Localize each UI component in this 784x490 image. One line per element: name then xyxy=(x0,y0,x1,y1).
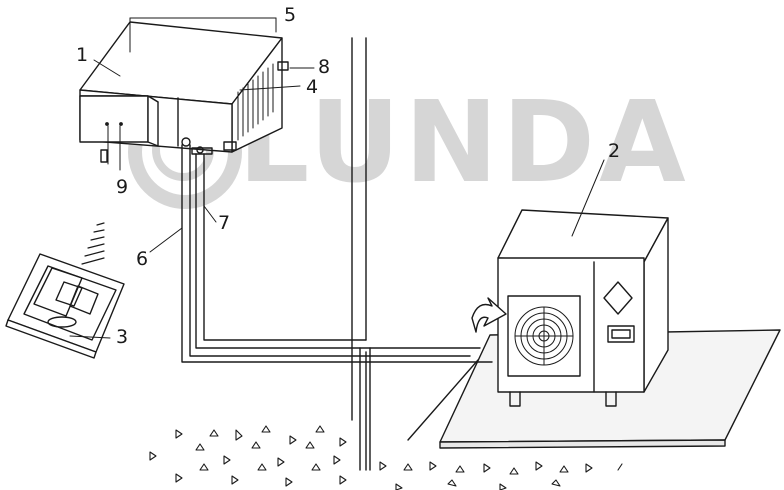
callout-electric-box: 9 xyxy=(116,176,129,198)
leader-lines xyxy=(69,17,605,339)
callout-air-outlet: 4 xyxy=(306,76,319,98)
refrigerant-pipes xyxy=(181,144,493,471)
electric-box xyxy=(79,95,159,163)
callout-drain-outlet: 8 xyxy=(318,56,331,78)
fan-grille-icon xyxy=(514,306,574,366)
callout-outdoor-unit: 2 xyxy=(608,140,621,162)
wired-controller xyxy=(5,222,125,359)
outdoor-unit xyxy=(471,209,669,407)
warning-diamond-icon xyxy=(603,281,633,315)
callout-drain-pipe: 7 xyxy=(218,212,231,234)
watermark-text: LUNDA xyxy=(238,78,690,208)
signal-waves xyxy=(81,222,105,265)
callout-refrigerant-pipe: 6 xyxy=(136,248,149,270)
gravel-ground xyxy=(149,425,623,490)
callout-wired-controller: 3 xyxy=(116,326,129,348)
callout-indoor-unit: 1 xyxy=(76,44,89,66)
flow-arrow-icon xyxy=(471,297,507,333)
indoor-unit xyxy=(79,21,289,163)
callout-air-inlet: 5 xyxy=(284,4,297,26)
wall xyxy=(351,37,367,471)
